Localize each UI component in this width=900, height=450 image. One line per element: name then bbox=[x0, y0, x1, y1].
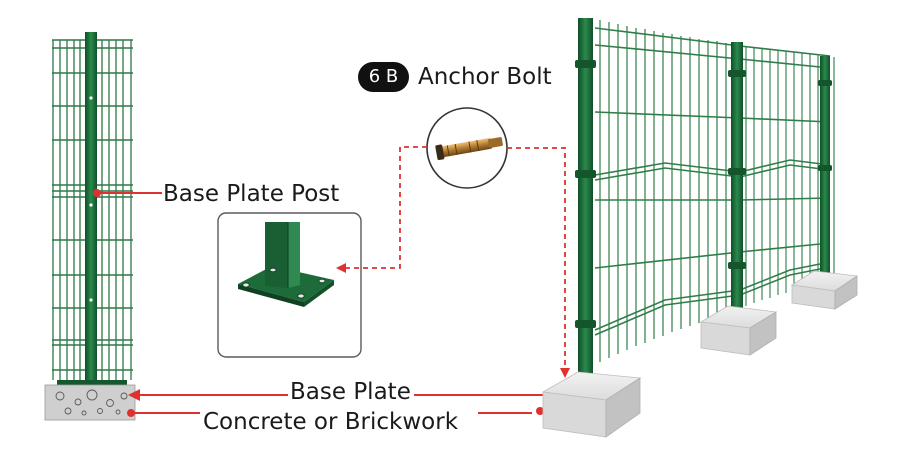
callout-base-plate-post bbox=[93, 189, 162, 197]
model-badge: 6 B bbox=[358, 62, 409, 92]
dashed-leader-anchor-to-fence bbox=[507, 147, 566, 370]
base-plate-inset bbox=[217, 212, 362, 358]
side-view-fence bbox=[44, 32, 136, 421]
fence-3d-view bbox=[541, 18, 859, 438]
dashed-leader-anchor-to-inset bbox=[342, 146, 427, 269]
callout-concrete bbox=[127, 407, 544, 417]
base-plate-label: Base Plate bbox=[290, 379, 411, 405]
anchor-bolt-image bbox=[426, 107, 508, 189]
concrete-label: Concrete or Brickwork bbox=[203, 409, 459, 435]
anchor-bolt-label: Anchor Bolt bbox=[418, 64, 552, 90]
base-plate-post-label: Base Plate Post bbox=[163, 181, 340, 207]
concrete-blocks bbox=[541, 270, 859, 438]
